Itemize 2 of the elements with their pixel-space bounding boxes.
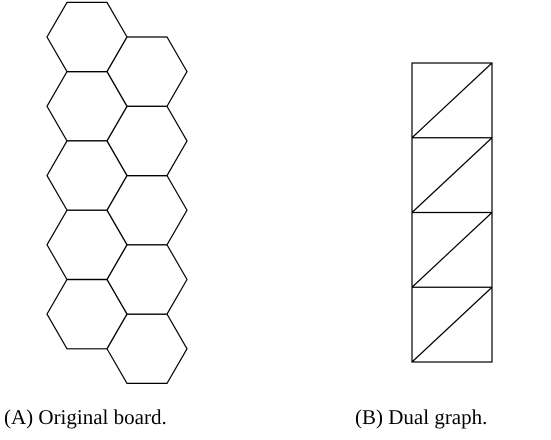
caption: (B) Dual graph. — [355, 404, 488, 431]
caption: (A) Original board. — [4, 404, 167, 431]
